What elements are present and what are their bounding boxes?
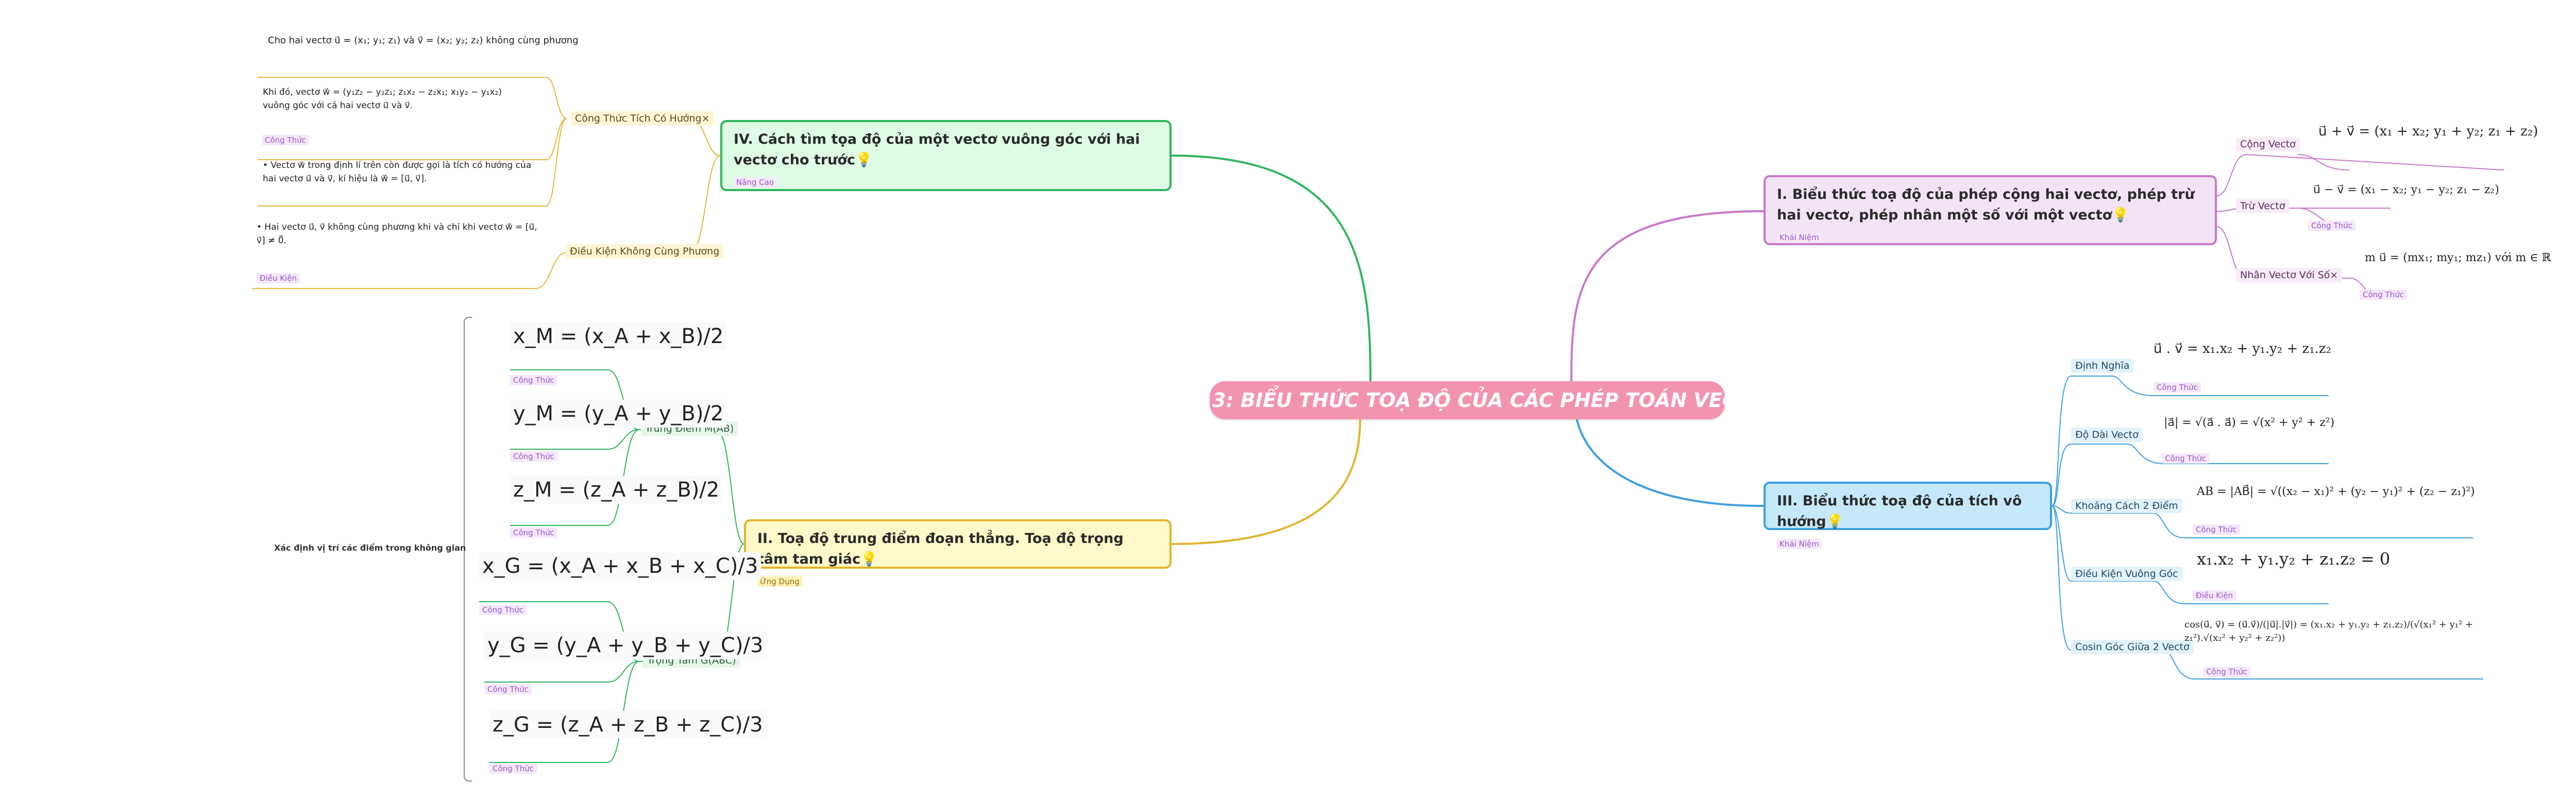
branch-tich-co-huong[interactable]: Công Thức Tích Có Hướng× bbox=[571, 111, 714, 126]
close-icon[interactable]: × bbox=[701, 113, 710, 124]
bulb-icon: 💡 bbox=[2112, 207, 2129, 223]
branch-khong-cung-phuong[interactable]: Điều Kiện Không Cùng Phương bbox=[566, 244, 724, 259]
topic-1-tag: Khái Niệm bbox=[1777, 232, 1822, 243]
t4-intro-text: Cho hai vectơ u⃗ = (x₁; y₁; z₁) và v⃗ = … bbox=[268, 35, 579, 46]
topic-1[interactable]: I. Biểu thức toạ độ của phép cộng hai ve… bbox=[1764, 175, 2217, 245]
branch-dinh-nghia[interactable]: Định Nghĩa bbox=[2071, 359, 2134, 373]
formula-zM: z_M = (z_A + z_B)/2 bbox=[510, 476, 723, 504]
topic-4-title: IV. Cách tìm tọa độ của một vectơ vuông … bbox=[734, 131, 1140, 168]
branch-cong-vecto[interactable]: Cộng Vectơ bbox=[2236, 137, 2300, 151]
formula-xG: x_G = (x_A + x_B + x_C)/3 bbox=[479, 552, 761, 580]
central-title: BÀI 3: BIỂU THỨC TOẠ ĐỘ CỦA CÁC PHÉP TOÁ… bbox=[1168, 389, 1767, 412]
formula-zG: z_G = (z_A + z_B + z_C)/3 bbox=[489, 711, 766, 739]
t4-text-2: • Vectơ w⃗ trong định lí trên còn được g… bbox=[263, 160, 532, 184]
branch-dieu-kien-vuong-goc[interactable]: Điều Kiện Vuông Góc bbox=[2071, 567, 2182, 581]
formula-tru-vecto: u⃗ − v⃗ = (x₁ − x₂; y₁ − y₂; z₁ − z₂) bbox=[2313, 183, 2499, 196]
tag-dieu-kien: Điều Kiện bbox=[257, 273, 300, 283]
bulb-icon: 💡 bbox=[1826, 514, 1844, 530]
formula-yM: y_M = (y_A + y_B)/2 bbox=[510, 400, 727, 428]
tag-cong-thuc: Công Thức bbox=[262, 135, 309, 145]
tag-cong-thuc: Công Thức bbox=[510, 451, 557, 462]
side-note: Xác định vị trí các điểm trong không gia… bbox=[274, 543, 466, 553]
tag-cong-thuc: Công Thức bbox=[2308, 220, 2355, 231]
formula-do-dai: |a⃗| = √(a⃗ . a⃗) = √(x² + y² + z²) bbox=[2164, 416, 2335, 429]
bulb-icon: 💡 bbox=[855, 152, 873, 168]
central-topic[interactable]: BÀI 3: BIỂU THỨC TOẠ ĐỘ CỦA CÁC PHÉP TOÁ… bbox=[1168, 381, 1767, 419]
formula-dinh-nghia: u⃗ . v⃗ = x₁.x₂ + y₁.y₂ + z₁.z₂ bbox=[2154, 341, 2332, 356]
tag-cong-thuc: Công Thức bbox=[2203, 667, 2250, 677]
tag-cong-thuc: Công Thức bbox=[2193, 524, 2240, 535]
topic-4[interactable]: IV. Cách tìm tọa độ của một vectơ vuông … bbox=[720, 120, 1172, 191]
tag-cong-thuc: Công Thức bbox=[2154, 382, 2201, 393]
bulb-icon: 💡 bbox=[860, 551, 878, 567]
formula-nhan-vecto: m u⃗ = (mx₁; my₁; mz₁) với m ∈ ℝ bbox=[2365, 251, 2551, 264]
branch-label: Nhân Vectơ Với Số bbox=[2240, 269, 2330, 281]
tag-cong-thuc: Công Thức bbox=[510, 528, 557, 538]
topic-2-title: II. Toạ độ trung điểm đoạn thẳng. Toạ độ… bbox=[757, 531, 1124, 567]
close-icon[interactable]: × bbox=[2330, 269, 2338, 281]
topic-1-title: I. Biểu thức toạ độ của phép cộng hai ve… bbox=[1777, 186, 2195, 223]
tag-cong-thuc: Công Thức bbox=[2360, 290, 2407, 300]
link-central-t1 bbox=[1570, 210, 1764, 383]
tag-cong-thuc: Công Thức bbox=[489, 763, 537, 774]
topic-3-title: III. Biểu thức toạ độ của tích vô hướng bbox=[1777, 493, 2022, 530]
branch-tru-vecto[interactable]: Trừ Vectơ bbox=[2236, 199, 2290, 213]
topic-2[interactable]: II. Toạ độ trung điểm đoạn thẳng. Toạ độ… bbox=[744, 519, 1172, 587]
formula-cosin: cos(u⃗, v⃗) = (u⃗.v⃗)/(|u⃗|.|v⃗|) = (x₁.… bbox=[2184, 619, 2473, 643]
topic-3[interactable]: III. Biểu thức toạ độ của tích vô hướng💡… bbox=[1764, 482, 2052, 549]
t4-text-3: • Hai vectơ u⃗, v⃗ không cùng phương khi… bbox=[257, 222, 537, 246]
branch-label: Trừ Vectơ bbox=[2240, 200, 2285, 212]
topic-2-tag: Ứng Dụng bbox=[757, 576, 802, 587]
formula-khoang-cach: AB = |AB⃗| = √((x₂ − x₁)² + (y₂ − y₁)² +… bbox=[2197, 485, 2475, 498]
tag-cong-thuc: Công Thức bbox=[510, 375, 557, 385]
formula-xM: x_M = (x_A + x_B)/2 bbox=[510, 322, 727, 350]
formula-yG: y_G = (y_A + y_B + y_C)/3 bbox=[484, 632, 767, 659]
branch-label: Độ Dài Vectơ bbox=[2075, 429, 2139, 440]
branch-label: Định Nghĩa bbox=[2075, 360, 2130, 371]
tag-dieu-kien: Điều Kiện bbox=[2193, 590, 2236, 601]
topic-4-tag: Nâng Cao bbox=[734, 177, 777, 188]
branch-label: Cộng Vectơ bbox=[2240, 139, 2296, 150]
branch-label: Công Thức Tích Có Hướng bbox=[575, 113, 702, 124]
branch-label: Điều Kiện Không Cùng Phương bbox=[570, 246, 720, 257]
branch-khoang-cach[interactable]: Khoảng Cách 2 Điểm bbox=[2071, 499, 2182, 513]
link-central-t4 bbox=[1171, 155, 1371, 383]
formula-vuong-goc: x₁.x₂ + y₁.y₂ + z₁.z₂ = 0 bbox=[2197, 549, 2391, 569]
branch-label: Khoảng Cách 2 Điểm bbox=[2075, 500, 2178, 512]
tag-cong-thuc: Công Thức bbox=[479, 605, 527, 615]
branch-label: Điều Kiện Vuông Góc bbox=[2075, 568, 2178, 580]
branch-label: Cosin Góc Giữa 2 Vectơ bbox=[2075, 641, 2190, 653]
branch-nhan-vecto-voi-so[interactable]: Nhân Vectơ Với Số× bbox=[2236, 268, 2343, 282]
bracket bbox=[464, 317, 472, 781]
tag-cong-thuc: Công Thức bbox=[2162, 453, 2209, 464]
link-central-t2 bbox=[1171, 418, 1361, 545]
topic-3-tag: Khái Niệm bbox=[1777, 539, 1822, 549]
t4-text-1: Khi đó, vectơ w⃗ = (y₁z₂ − y₂z₁; z₁x₂ − … bbox=[263, 87, 502, 111]
link-central-t3 bbox=[1575, 418, 1764, 507]
tag-cong-thuc: Công Thức bbox=[484, 684, 532, 694]
branch-cosin-goc[interactable]: Cosin Góc Giữa 2 Vectơ bbox=[2071, 640, 2194, 654]
branch-do-dai-vecto[interactable]: Độ Dài Vectơ bbox=[2071, 428, 2143, 442]
formula-cong-vecto: u⃗ + v⃗ = (x₁ + x₂; y₁ + y₂; z₁ + z₂) bbox=[2318, 124, 2538, 139]
